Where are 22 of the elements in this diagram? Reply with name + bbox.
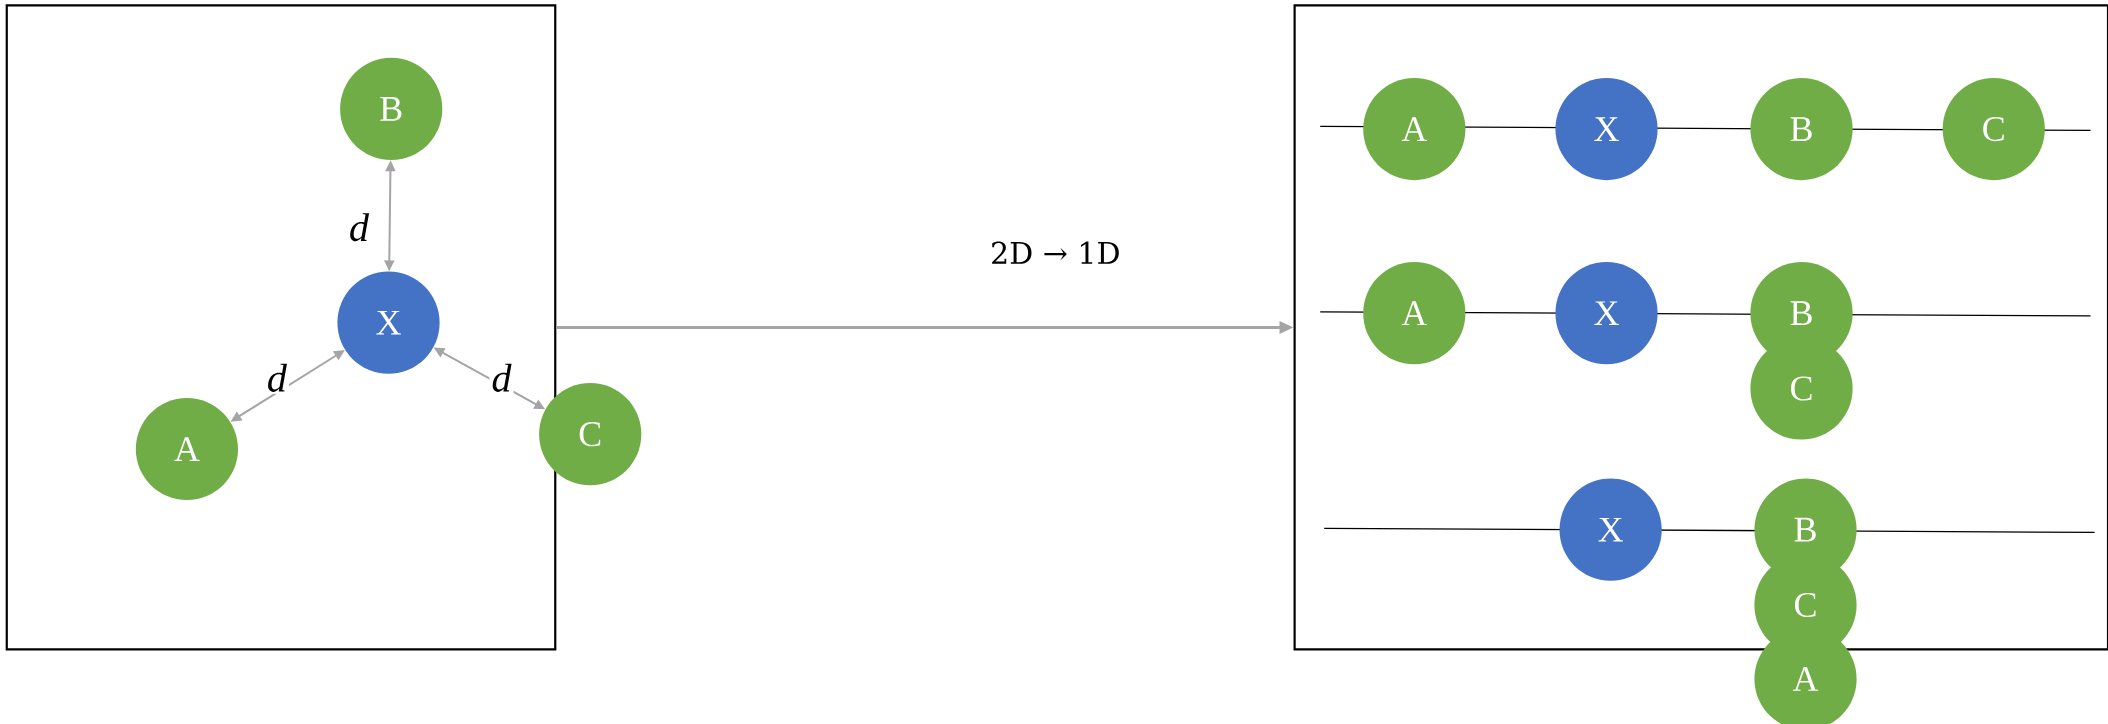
circle-node: X — [337, 271, 440, 374]
node-label: B — [1790, 301, 1812, 326]
edge-label: 2D → 1D — [988, 239, 1123, 266]
circle-node: A — [135, 397, 238, 501]
circle-node: X — [1555, 262, 1658, 365]
circle-node: A — [1363, 262, 1466, 365]
node-label: C — [1794, 592, 1816, 618]
edge-label: d — [346, 211, 372, 244]
circle-node: B — [340, 57, 443, 160]
node-label: C — [1790, 376, 1812, 401]
edge-label: d — [489, 361, 514, 394]
circle-node: C — [539, 383, 642, 486]
node-label: A — [1792, 667, 1819, 691]
circle-node: C — [1942, 78, 2045, 181]
circle-node: A — [1363, 78, 1466, 181]
circle-node: C — [1750, 337, 1853, 440]
circle-node: X — [1555, 78, 1658, 181]
edge-label: d — [264, 361, 289, 394]
circle-node: B — [1750, 78, 1853, 181]
panel — [5, 4, 557, 651]
circle-node: X — [1559, 478, 1662, 581]
node-label: B — [1794, 517, 1816, 542]
